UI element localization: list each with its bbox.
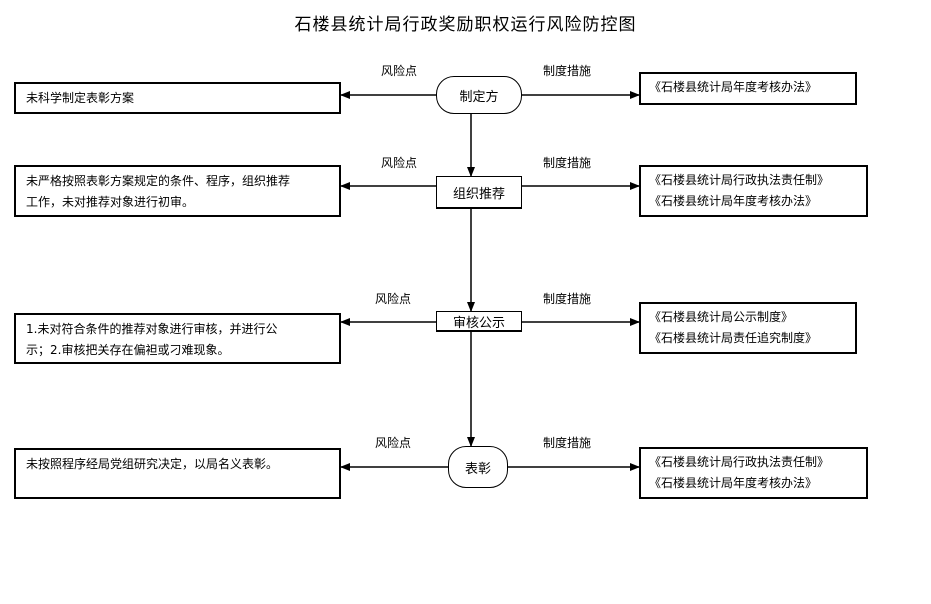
measure-text: 《石楼县统计局年度考核办法》 [649,80,818,94]
measure-text: 《石楼县统计局行政执法责任制》 [649,173,830,187]
measure-text: 《石楼县统计局年度考核办法》 [649,194,818,208]
step-review-publicize: 审核公示 [436,311,522,332]
risk-text: 工作，未对推荐对象进行初审。 [26,195,195,209]
risk-text: 未严格按照表彰方案规定的条件、程序，组织推荐 [26,174,291,188]
risk-box-1: 未科学制定表彰方案 [14,82,341,114]
risk-point-label-2: 风险点 [381,156,418,170]
risk-point-label-1: 风险点 [381,64,418,78]
measure-text: 《石楼县统计局责任追究制度》 [649,331,818,345]
measures-box-1: 《石楼县统计局年度考核办法》 [639,72,857,105]
measures-label-3: 制度措施 [543,292,592,306]
measures-label-1: 制度措施 [543,64,592,78]
risk-text: 未按照程序经局党组研究决定，以局名义表彰。 [26,457,279,471]
measure-text: 《石楼县统计局公示制度》 [649,310,794,324]
measures-label-2: 制度措施 [543,156,592,170]
measures-box-3: 《石楼县统计局公示制度》 《石楼县统计局责任追究制度》 [639,302,857,354]
measures-box-4: 《石楼县统计局行政执法责任制》 《石楼县统计局年度考核办法》 [639,447,868,499]
step-recommend: 组织推荐 [436,176,522,209]
measures-box-2: 《石楼县统计局行政执法责任制》 《石楼县统计局年度考核办法》 [639,165,868,217]
risk-point-label-4: 风险点 [375,436,412,450]
risk-box-2: 未严格按照表彰方案规定的条件、程序，组织推荐 工作，未对推荐对象进行初审。 [14,165,341,217]
diagram-title: 石楼县统计局行政奖励职权运行风险防控图 [294,15,637,35]
risk-point-label-3: 风险点 [375,292,412,306]
risk-text: 1.未对符合条件的推荐对象进行审核，并进行公 [26,322,278,336]
step-commend: 表彰 [448,446,508,488]
risk-box-4: 未按照程序经局党组研究决定，以局名义表彰。 [14,448,341,499]
measures-label-4: 制度措施 [543,436,592,450]
measure-text: 《石楼县统计局行政执法责任制》 [649,455,830,469]
risk-box-3: 1.未对符合条件的推荐对象进行审核，并进行公 示；2.审核把关存在偏袒或刁难现象… [14,313,341,364]
risk-text: 示；2.审核把关存在偏袒或刁难现象。 [26,343,230,357]
risk-text: 未科学制定表彰方案 [26,91,135,105]
measure-text: 《石楼县统计局年度考核办法》 [649,476,818,490]
step-formulate: 制定方 [436,76,522,114]
